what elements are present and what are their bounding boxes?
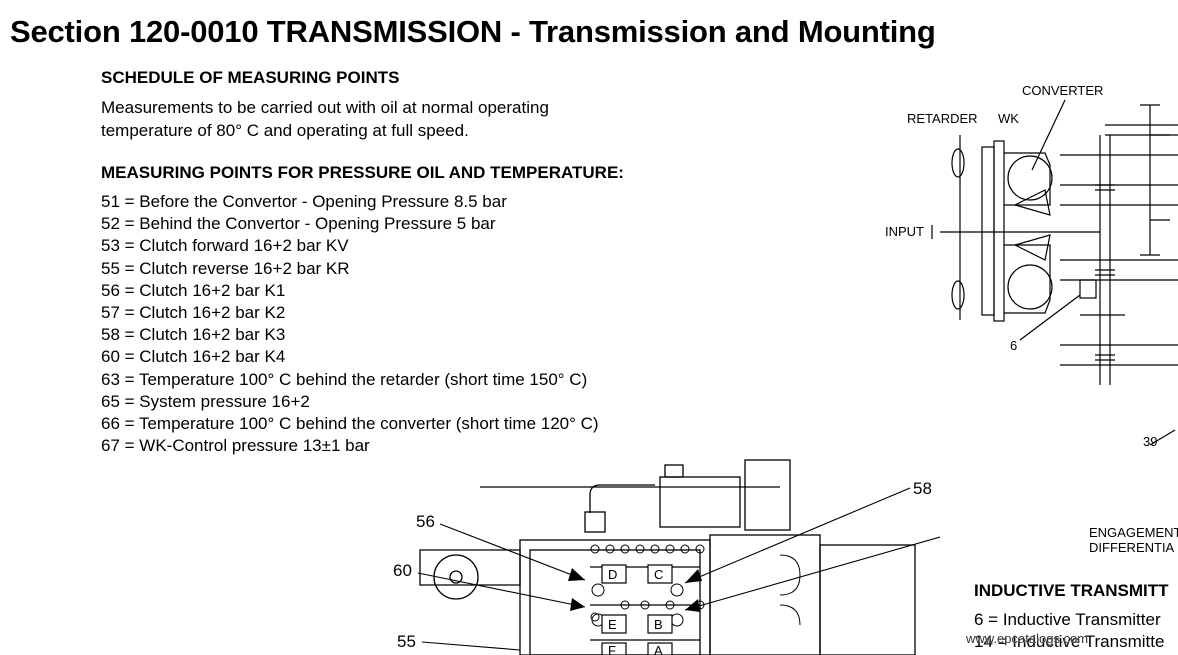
list-item: 56 = Clutch 16+2 bar K1: [101, 280, 286, 300]
schedule-heading: SCHEDULE OF MEASURING POINTS: [101, 68, 400, 87]
callout-56: 56: [416, 512, 435, 531]
engagement-line-2: DIFFERENTIA: [1089, 540, 1175, 555]
valve-letter-f: F: [608, 643, 616, 655]
list-item: 57 = Clutch 16+2 bar K2: [101, 303, 286, 323]
valve-letter-c: C: [654, 567, 663, 582]
list-item: 60 = Clutch 16+2 bar K4: [101, 347, 286, 367]
list-item: 6 = Inductive Transmitter: [974, 610, 1161, 629]
watermark: www.epcatalogs.com: [966, 631, 1089, 646]
list-item: 58 = Clutch 16+2 bar K3: [101, 325, 286, 345]
callout-55: 55: [397, 632, 416, 651]
wk-label: WK: [998, 111, 1019, 126]
measuring-points-list: 51 = Before the Convertor - Opening Pres…: [101, 191, 599, 457]
engagement-label: ENGAGEMENT DIFFERENTIA: [1089, 525, 1178, 555]
schedule-line-1: Measurements to be carried out with oil …: [101, 98, 549, 117]
list-item: 67 = WK-Control pressure 13±1 bar: [101, 436, 370, 456]
list-item: 52 = Behind the Convertor - Opening Pres…: [101, 214, 496, 234]
valve-letter-d: D: [608, 567, 617, 582]
schedule-paragraph: Measurements to be carried out with oil …: [101, 96, 661, 142]
valve-letter-b: B: [654, 617, 663, 632]
retarder-label: RETARDER: [907, 111, 978, 126]
schedule-line-2: temperature of 80° C and operating at fu…: [101, 121, 469, 140]
input-label: INPUT: [885, 224, 924, 239]
valve-letter-e: E: [608, 617, 617, 632]
list-item: 55 = Clutch reverse 16+2 bar KR: [101, 258, 350, 278]
list-item: 66 = Temperature 100° C behind the conve…: [101, 414, 599, 434]
list-item: 14 = Inductive Transmitte: [974, 632, 1165, 651]
valve-letter-a: A: [654, 643, 663, 655]
list-item: 53 = Clutch forward 16+2 bar KV: [101, 236, 349, 256]
valve-block-drawing: D C E B F A 56 60 55 58 53: [393, 459, 940, 655]
callout-58: 58: [913, 479, 932, 498]
page-title: Section 120-0010 TRANSMISSION - Transmis…: [10, 14, 936, 49]
converter-label: CONVERTER: [1022, 83, 1103, 98]
list-item: 65 = System pressure 16+2: [101, 391, 310, 411]
list-item: 51 = Before the Convertor - Opening Pres…: [101, 192, 507, 211]
ref-39-label: 39: [1143, 434, 1157, 449]
callout-60: 60: [393, 561, 412, 580]
measuring-points-heading: MEASURING POINTS FOR PRESSURE OIL AND TE…: [101, 163, 624, 182]
transmission-schematic: CONVERTER RETARDER WK INPUT 6 39: [885, 83, 1178, 449]
list-item: 63 = Temperature 100° C behind the retar…: [101, 369, 588, 389]
engagement-line-1: ENGAGEMENT: [1089, 525, 1178, 540]
inductive-list: 6 = Inductive Transmitter 14 = Inductive…: [974, 609, 1164, 653]
ref-6-label: 6: [1010, 338, 1017, 353]
inductive-heading: INDUCTIVE TRANSMITT: [974, 581, 1169, 600]
